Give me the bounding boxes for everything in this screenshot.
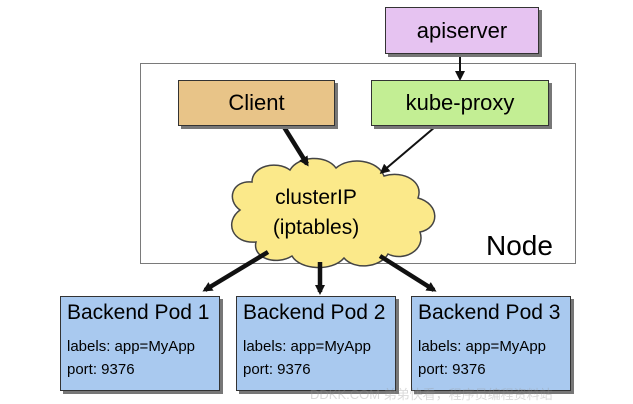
pod-port: port: 9376 — [418, 361, 486, 378]
kube-proxy-box: kube-proxy — [371, 80, 549, 126]
cluster-ip-label: clusterIP — [275, 186, 357, 209]
cluster-ip-cloud — [230, 157, 436, 269]
pod-port: port: 9376 — [243, 361, 311, 378]
pod-title: Backend Pod 3 — [418, 301, 561, 324]
apiserver-label: apiserver — [416, 17, 508, 43]
client-label: Client — [228, 90, 285, 115]
backend-pod-3: Backend Pod 3 labels: app=MyApp port: 93… — [411, 296, 571, 391]
arrow-kube-proxy-to-cluster-ip — [379, 126, 436, 174]
pod-labels: labels: app=MyApp — [67, 338, 195, 355]
pod-title: Backend Pod 2 — [243, 301, 386, 324]
arrow-client-to-cluster-ip — [282, 125, 309, 167]
arrow-cluster-ip-to-pod-3 — [378, 254, 437, 292]
backend-pod-2: Backend Pod 2 labels: app=MyApp port: 93… — [236, 296, 396, 391]
watermark: DDKK.COM 弟弟快看，程序员编程资料站 — [310, 387, 553, 402]
kube-proxy-label: kube-proxy — [405, 90, 515, 115]
pod-labels: labels: app=MyApp — [243, 338, 371, 355]
pod-port: port: 9376 — [67, 361, 135, 378]
pod-labels: labels: app=MyApp — [418, 338, 546, 355]
node-label: Node — [486, 230, 553, 261]
iptables-label: (iptables) — [272, 216, 360, 239]
client-box: Client — [178, 80, 335, 126]
backend-pod-1: Backend Pod 1 labels: app=MyApp port: 93… — [60, 296, 220, 391]
arrow-cluster-ip-to-pod-1 — [202, 250, 270, 292]
pod-title: Backend Pod 1 — [67, 301, 210, 324]
apiserver-box: apiserver — [385, 7, 539, 54]
